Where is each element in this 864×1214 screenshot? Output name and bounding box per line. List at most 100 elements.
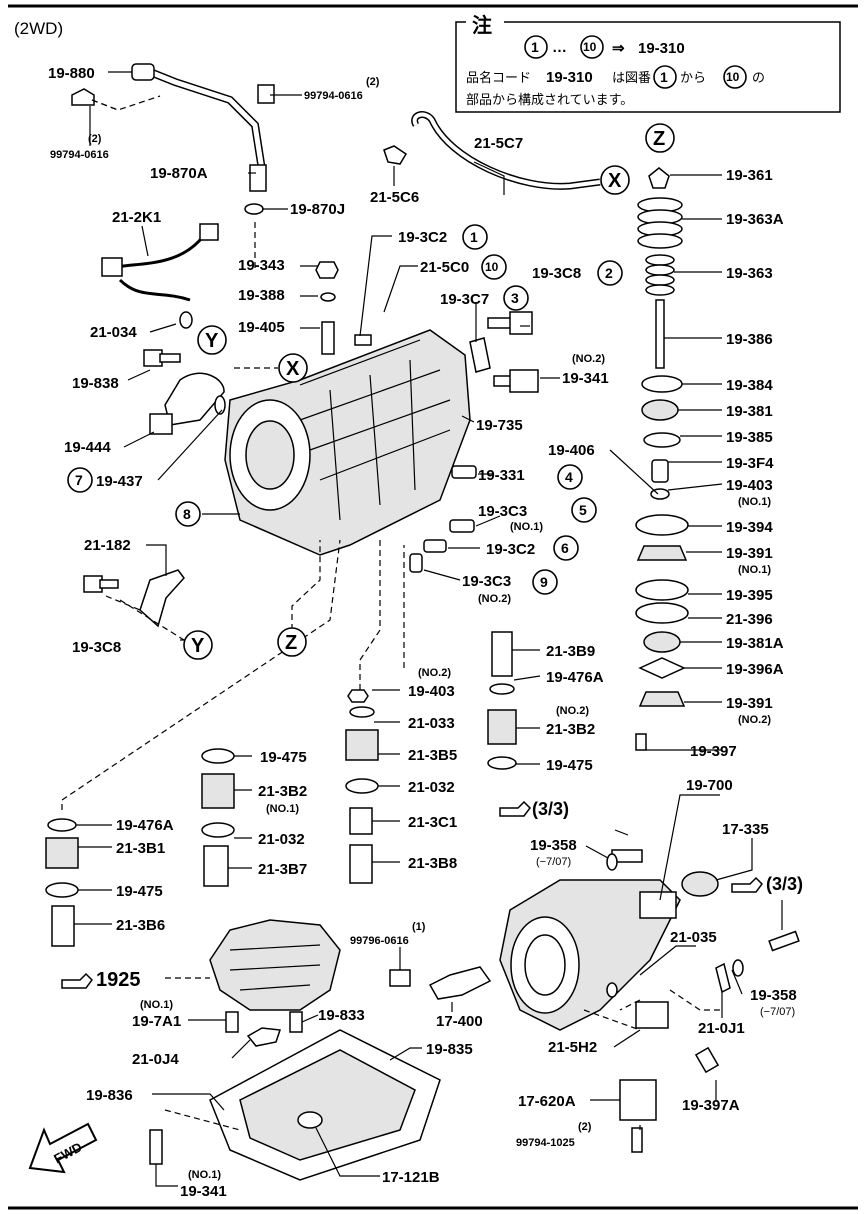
fwd-arrow: FWD — [28, 1122, 98, 1174]
label: 19-381 — [726, 403, 773, 420]
spring-19-363 — [645, 254, 675, 296]
label: 19-406 — [548, 442, 595, 459]
label: (−7/07) — [536, 856, 571, 868]
svg-text:は図番: は図番 — [612, 71, 651, 86]
svg-text:4: 4 — [565, 469, 573, 485]
part-labels: 19-880 (2) 99794-0616 (2) 99794-0616 19-… — [48, 65, 803, 1200]
label: 19-870J — [290, 201, 345, 218]
label: 19-397A — [682, 1097, 740, 1114]
svg-text:7: 7 — [75, 472, 83, 488]
label: 21-3B5 — [408, 747, 457, 764]
svg-text:X: X — [286, 358, 300, 380]
label: (NO.2) — [556, 705, 589, 717]
label: 19-475 — [546, 757, 593, 774]
note-line3: 部品から構成されています。 — [466, 93, 633, 108]
svg-text:1: 1 — [660, 69, 668, 85]
label: 21-0J1 — [698, 1020, 745, 1037]
label: 19-833 — [318, 1007, 365, 1024]
svg-text:の: の — [752, 71, 765, 86]
svg-text:19-310: 19-310 — [546, 69, 593, 86]
label: 19-405 — [238, 319, 285, 336]
label: (NO.1) — [738, 564, 771, 576]
svg-text:品名コード: 品名コード — [466, 70, 531, 86]
svg-text:1: 1 — [531, 39, 539, 55]
marker-z-right: Z — [645, 123, 675, 153]
label: 21-5C6 — [370, 189, 419, 206]
label: 19-835 — [426, 1041, 473, 1058]
label: 19-403 — [726, 477, 773, 494]
label: 19-394 — [726, 519, 773, 536]
marker-y-bracket: Y — [183, 630, 213, 660]
svg-text:10: 10 — [726, 70, 740, 84]
extension-housing — [499, 879, 681, 1031]
label: 99794-0616 — [50, 149, 109, 161]
label: 19-3C8 — [532, 265, 581, 282]
svg-text:3: 3 — [511, 290, 519, 306]
label: 19-476A — [546, 669, 604, 686]
label: 19-358 — [530, 837, 577, 854]
label: 99796-0616 — [350, 935, 409, 947]
note-target: 19-310 — [638, 40, 685, 57]
label: 19-396A — [726, 661, 784, 678]
label: 19-836 — [86, 1087, 133, 1104]
ref-3-3-b: (3/3) — [766, 874, 803, 894]
label: 19-391 — [726, 545, 773, 562]
svg-text:Z: Z — [653, 128, 665, 150]
label: 19-386 — [726, 331, 773, 348]
label: 17-121B — [382, 1169, 440, 1186]
label: 21-3B6 — [116, 917, 165, 934]
label: 19-3C2 — [398, 229, 447, 246]
svg-text:X: X — [608, 170, 622, 192]
label: 19-475 — [260, 749, 307, 766]
label: 19-388 — [238, 287, 285, 304]
label: 99794-0616 — [304, 90, 363, 102]
label: 21-0J4 — [132, 1051, 179, 1068]
label: (NO.2) — [572, 353, 605, 365]
label: 19-838 — [72, 375, 119, 392]
label: 21-5C7 — [474, 135, 523, 152]
label: 21-5H2 — [548, 1039, 597, 1056]
svg-text:Z: Z — [285, 632, 297, 654]
svg-text:2: 2 — [605, 265, 613, 281]
label: 17-335 — [722, 821, 769, 838]
label: 19-397 — [690, 743, 737, 760]
svg-text:Y: Y — [191, 635, 205, 657]
label: (NO.2) — [478, 593, 511, 605]
label: 19-331 — [478, 467, 525, 484]
label: 21-3B2 — [546, 721, 595, 738]
label: 21-3B7 — [258, 861, 307, 878]
label: (−7/07) — [760, 1006, 795, 1018]
oil-pan — [209, 1029, 441, 1181]
svg-text:9: 9 — [540, 574, 548, 590]
label: 21-396 — [726, 611, 773, 628]
label: 19-880 — [48, 65, 95, 82]
label: 21-3B2 — [258, 783, 307, 800]
svg-text:⇒: ⇒ — [612, 40, 625, 57]
label: 19-363 — [726, 265, 773, 282]
label: 19-700 — [686, 777, 733, 794]
pointing-hand-icon — [731, 876, 763, 893]
svg-text:Y: Y — [205, 330, 219, 352]
label: 19-358 — [750, 987, 797, 1004]
label: 19-395 — [726, 587, 773, 604]
transmission-case — [224, 329, 471, 556]
label: 19-363A — [726, 211, 784, 228]
label: (NO.1) — [738, 496, 771, 508]
label: 21-5C0 — [420, 259, 469, 276]
label: (2) — [366, 76, 380, 88]
label: 19-381A — [726, 635, 784, 652]
marker-z-case: Z — [277, 627, 307, 657]
marker-x-case: X — [278, 353, 308, 383]
filler-pipe — [148, 68, 266, 171]
label: 19-341 — [180, 1183, 227, 1200]
label: (NO.1) — [188, 1169, 221, 1181]
pointing-hand-icon — [499, 800, 531, 817]
label: 19-3C3 — [478, 503, 527, 520]
valve-body — [209, 919, 341, 1011]
svg-text:10: 10 — [485, 260, 499, 274]
label: 19-475 — [116, 883, 163, 900]
marker-x-top: X — [600, 165, 630, 195]
label: 19-403 — [408, 683, 455, 700]
label: 19-870A — [150, 165, 208, 182]
